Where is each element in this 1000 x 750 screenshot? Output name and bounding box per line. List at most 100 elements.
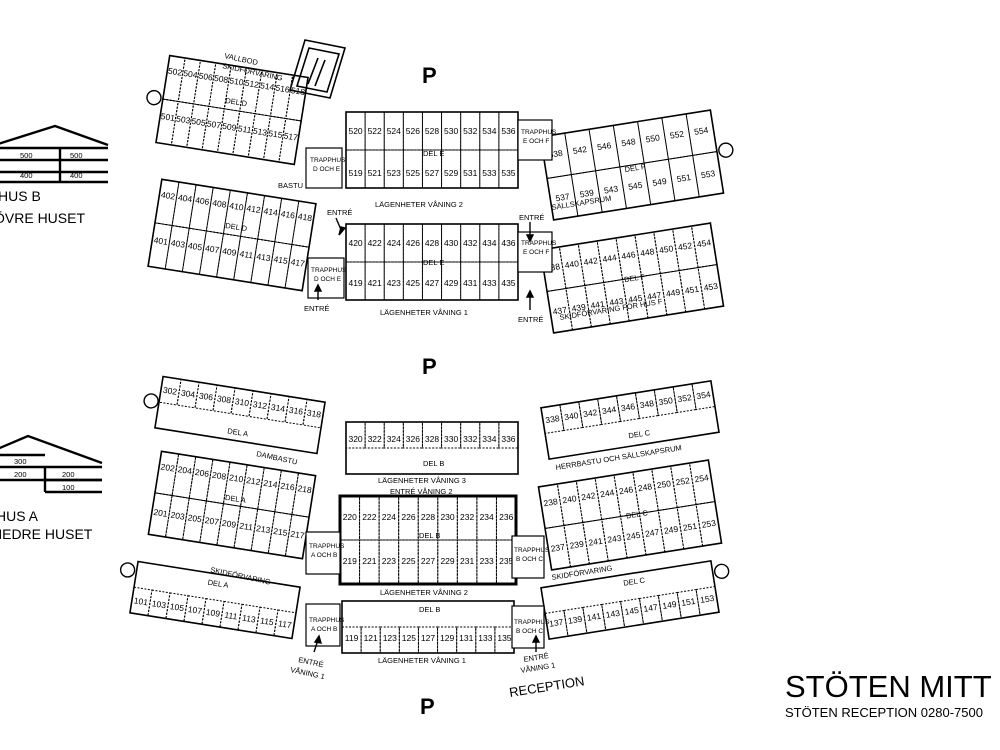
room-number: 216 xyxy=(280,480,296,492)
room-number: 441 xyxy=(590,299,606,311)
room-number: 225 xyxy=(401,556,415,566)
room-number: 235 xyxy=(499,556,513,566)
room-number: 532 xyxy=(463,126,477,136)
del-f-4-label: DEL F xyxy=(623,272,646,284)
room-number: 218 xyxy=(297,483,313,495)
room-number: 219 xyxy=(343,556,357,566)
room-number: 204 xyxy=(177,464,193,476)
room-number: 411 xyxy=(239,249,254,261)
room-number: 242 xyxy=(581,490,597,502)
room-cell xyxy=(479,223,500,263)
room-cell xyxy=(247,113,271,161)
trapphus-bc-2-2: B OCH C xyxy=(516,556,543,563)
room-number: 503 xyxy=(175,113,191,125)
lagenheter-v2-upper: LÄGENHETER VÅNING 2 xyxy=(375,200,463,209)
room-number: 451 xyxy=(684,284,700,296)
room-cell xyxy=(345,149,366,189)
room-number: 314 xyxy=(270,402,286,414)
trapphus-bc-1-2: B OCH C xyxy=(516,628,543,635)
room-cell xyxy=(215,233,242,281)
del-f-5-label: DEL F xyxy=(624,162,647,174)
room-number: 415 xyxy=(273,254,289,266)
room-cell xyxy=(273,609,297,640)
del-a-3-label: DEL A xyxy=(227,426,249,438)
room-number: 552 xyxy=(669,129,685,141)
room-number: 224 xyxy=(382,512,396,522)
room-number: 137 xyxy=(548,617,564,629)
room-number: 213 xyxy=(255,523,271,535)
entre-upper-1: ENTRÉ xyxy=(327,208,352,217)
room-cell xyxy=(383,111,404,151)
room-cell xyxy=(556,480,584,527)
room-cell xyxy=(158,375,182,406)
room-cell xyxy=(460,261,481,301)
room-cell xyxy=(582,518,609,565)
room-number: 424 xyxy=(387,238,401,248)
room-cell xyxy=(460,223,481,263)
room-cell xyxy=(285,74,309,122)
room-number: 121 xyxy=(364,633,378,643)
room-cell xyxy=(594,474,622,521)
lagenheter-v1-upper: LÄGENHETER VÅNING 1 xyxy=(380,308,468,317)
trapphus-bc-2-1: TRAPPHUS xyxy=(514,547,550,554)
room-number: 105 xyxy=(169,601,185,613)
stairwell-de-lower: TRAPPHUS D OCH E xyxy=(307,257,347,299)
room-cell xyxy=(302,398,326,429)
room-cell xyxy=(216,503,242,549)
trapphus-de-upper-1: TRAPPHUS xyxy=(310,157,346,164)
room-cell xyxy=(201,598,225,628)
room-cell xyxy=(164,494,190,541)
room-cell xyxy=(364,223,385,263)
room-cell xyxy=(603,278,630,325)
entre-upper-2: ENTRÉ xyxy=(519,213,544,222)
room-number: 222 xyxy=(362,512,376,522)
room-cell xyxy=(212,384,236,415)
room-cell xyxy=(383,261,404,301)
room-cell xyxy=(539,246,567,293)
room-cell xyxy=(596,237,624,284)
room-number: 550 xyxy=(645,132,661,144)
room-cell xyxy=(378,539,400,585)
room-number: 515 xyxy=(268,128,284,140)
room-number: 549 xyxy=(652,176,668,188)
room-number: 405 xyxy=(187,240,203,252)
room-number: 403 xyxy=(170,238,186,250)
room-cell xyxy=(638,509,666,556)
room-number: 145 xyxy=(624,605,640,617)
room-number: 233 xyxy=(480,556,494,566)
room-number: 443 xyxy=(609,296,625,308)
room-number: 101 xyxy=(133,595,149,607)
entre-lower-2: ENTRÉ xyxy=(523,651,550,664)
room-cell xyxy=(690,222,718,269)
stairwell-ef-upper: TRAPPHUS E OCH F xyxy=(517,119,557,161)
room-number: 425 xyxy=(406,278,420,288)
room-cell xyxy=(266,393,290,423)
hus-b-floor-500b: 500 xyxy=(70,151,83,160)
del-e-4-label: DEL E xyxy=(423,258,444,267)
room-number: 111 xyxy=(224,610,239,622)
room-number: 308 xyxy=(216,393,232,405)
room-cell xyxy=(613,471,641,518)
room-cell xyxy=(345,111,366,151)
room-cell xyxy=(233,505,259,552)
room-cell xyxy=(441,111,462,151)
parking-bottom: P xyxy=(420,694,435,719)
room-number: 215 xyxy=(273,526,289,538)
room-number: 254 xyxy=(694,472,710,484)
room-cell xyxy=(364,261,385,301)
room-cell xyxy=(456,539,478,585)
room-number: 231 xyxy=(460,556,474,566)
room-cell xyxy=(219,600,243,631)
stairwell-bc-1: TRAPPHUS B OCH C xyxy=(511,605,550,649)
room-number: 553 xyxy=(700,168,716,180)
room-cell xyxy=(383,223,404,263)
room-number: 421 xyxy=(368,278,382,288)
del-b-2-label: DEL B xyxy=(419,531,440,540)
room-number: 506 xyxy=(198,70,214,82)
